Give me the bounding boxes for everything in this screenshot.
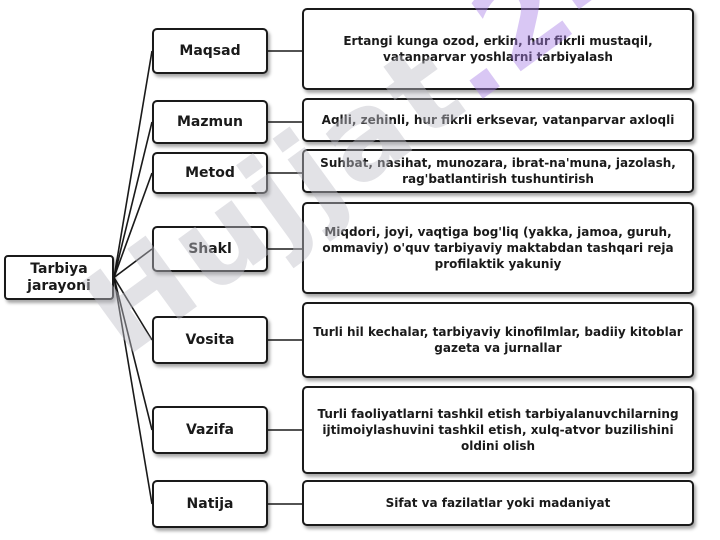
connector-root-1 — [113, 121, 153, 278]
connector-root-6 — [113, 277, 153, 505]
connector-root-0 — [113, 50, 153, 278]
root-label-line2: jarayoni — [27, 277, 91, 294]
description-node-natija: Sifat va fazilatlar yoki madaniyat — [302, 480, 694, 526]
description-node-shakl: Miqdori, joyi, vaqtiga bog'liq (yakka, j… — [302, 202, 694, 294]
category-node-vazifa: Vazifa — [152, 406, 268, 454]
connector-root-3 — [113, 248, 153, 279]
root-node: Tarbiya jarayoni — [4, 255, 114, 300]
description-node-vazifa: Turli faoliyatlarni tashkil etish tarbiy… — [302, 386, 694, 474]
category-node-natija: Natija — [152, 480, 268, 528]
description-node-metod: Suhbat, nasihat, munozara, ibrat-na'muna… — [302, 149, 694, 193]
root-label-line1: Tarbiya — [30, 260, 88, 277]
description-node-maqsad: Ertangi kunga ozod, erkin, hur fikrli mu… — [302, 8, 694, 90]
description-node-mazmun: Aqlli, zehinli, hur fikrli erksevar, vat… — [302, 98, 694, 142]
connector-root-2 — [113, 172, 153, 278]
description-node-vosita: Turli hil kechalar, tarbiyaviy kinofilml… — [302, 302, 694, 378]
category-node-metod: Metod — [152, 152, 268, 194]
connector-root-4 — [113, 277, 153, 341]
category-node-vosita: Vosita — [152, 316, 268, 364]
category-node-mazmun: Mazmun — [152, 100, 268, 144]
category-node-maqsad: Maqsad — [152, 28, 268, 74]
category-node-shakl: Shakl — [152, 226, 268, 272]
connector-root-5 — [113, 277, 153, 431]
